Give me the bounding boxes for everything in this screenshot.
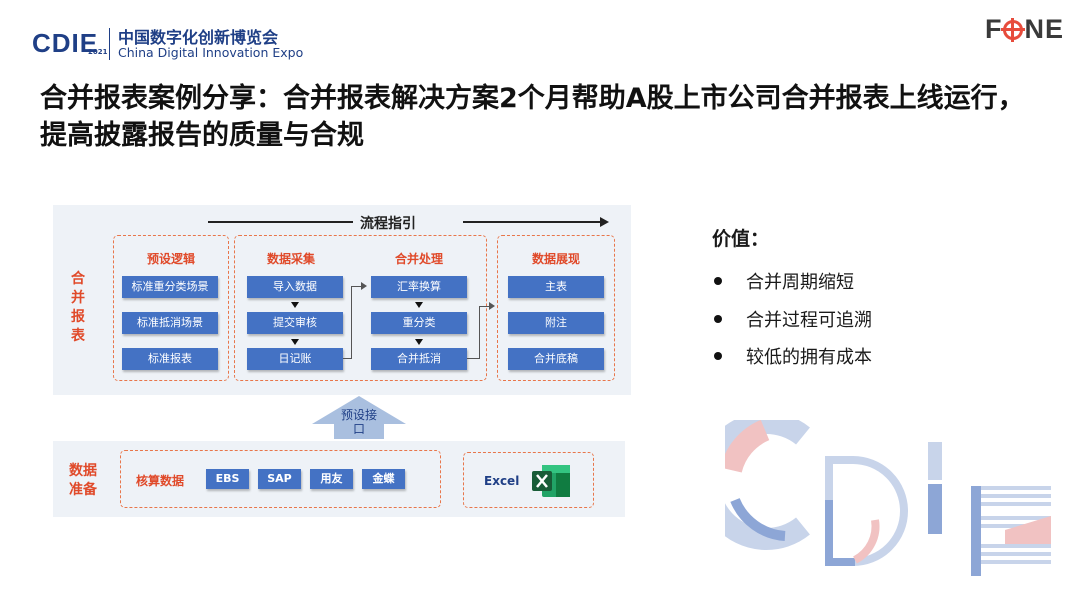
value-item-text: 较低的拥有成本: [746, 347, 872, 368]
connector: [479, 306, 480, 359]
box-consolidation-worksheet: 合并底稿: [508, 348, 604, 370]
value-item-text: 合并周期缩短: [746, 272, 854, 293]
expo-name-en: China Digital Innovation Expo: [118, 45, 304, 60]
fone-logo: F NE: [985, 14, 1064, 45]
box-notes: 附注: [508, 312, 604, 334]
cdie-decorative-graphic: [725, 420, 1051, 576]
flow-arrow-icon: [600, 217, 609, 227]
bullet-icon: [714, 352, 722, 360]
source-ebs: EBS: [206, 469, 249, 489]
box-reclassification: 重分类: [371, 312, 467, 334]
down-arrow-icon: [415, 339, 423, 345]
excel-label: Excel: [484, 474, 520, 488]
group-preset-title: 预设逻辑: [146, 252, 195, 266]
group-display-title: 数据展现: [531, 252, 580, 266]
page-title: 合并报表案例分享：合并报表解决方案2个月帮助A股上市公司合并报表上线运行，提高披…: [40, 83, 1025, 151]
right-arrow-icon: [489, 302, 495, 310]
group-preset-logic: [113, 235, 229, 381]
down-arrow-icon: [415, 302, 423, 308]
box-consolidation-elim: 合并抵消: [371, 348, 467, 370]
expo-name-cn: 中国数字化创新博览会: [118, 28, 279, 47]
value-item-text: 合并过程可追溯: [746, 310, 872, 331]
group-accounting-sources: [120, 450, 441, 508]
box-standard-report: 标准报表: [122, 348, 218, 370]
source-sap: SAP: [258, 469, 301, 489]
group-excel: [463, 452, 594, 508]
box-main-report: 主表: [508, 276, 604, 298]
box-journal: 日记账: [247, 348, 343, 370]
down-arrow-icon: [291, 339, 299, 345]
source-yonyou: 用友: [310, 469, 353, 489]
group-collect-process: [234, 235, 487, 381]
value-item: 较低的拥有成本: [714, 343, 872, 369]
connector: [343, 358, 351, 359]
source-kingdee: 金蝶: [362, 469, 405, 489]
excel-icon: [532, 465, 570, 497]
down-arrow-icon: [291, 302, 299, 308]
box-import-data: 导入数据: [247, 276, 343, 298]
bullet-icon: [714, 315, 722, 323]
connector: [351, 286, 352, 359]
up-arrow-icon: [312, 396, 406, 439]
flow-line-right: [463, 221, 601, 223]
cdie-logo-year: 2021: [88, 48, 108, 56]
accounting-data-label: 核算数据: [136, 474, 185, 488]
value-item: 合并过程可追溯: [714, 306, 872, 332]
consolidation-label: 合并报表: [71, 271, 85, 344]
flow-guide-label: 流程指引: [360, 216, 416, 232]
preset-interface-label: 预设接口: [340, 408, 377, 436]
connector: [467, 358, 479, 359]
logo-divider: [109, 28, 110, 60]
fone-logo-right: NE: [1024, 14, 1064, 44]
group-collect-title: 数据采集: [266, 252, 315, 266]
value-heading: 价值：: [712, 228, 770, 250]
box-submit-review: 提交审核: [247, 312, 343, 334]
fone-logo-left: F: [984, 14, 1003, 44]
flow-line-left: [208, 221, 353, 223]
right-arrow-icon: [361, 282, 367, 290]
cdie-logo: CDIE: [32, 28, 99, 58]
value-item: 合并周期缩短: [714, 268, 854, 294]
connector: [351, 286, 361, 287]
group-data-display: [497, 235, 615, 381]
box-fx-conversion: 汇率换算: [371, 276, 467, 298]
bullet-icon: [714, 277, 722, 285]
crosshair-icon: [1001, 17, 1026, 42]
connector: [479, 306, 489, 307]
box-standard-elimination: 标准抵消场景: [122, 312, 218, 334]
data-prep-label: 数据准备: [69, 463, 97, 498]
group-process-title: 合并处理: [394, 252, 443, 266]
box-standard-reclass: 标准重分类场景: [122, 276, 218, 298]
